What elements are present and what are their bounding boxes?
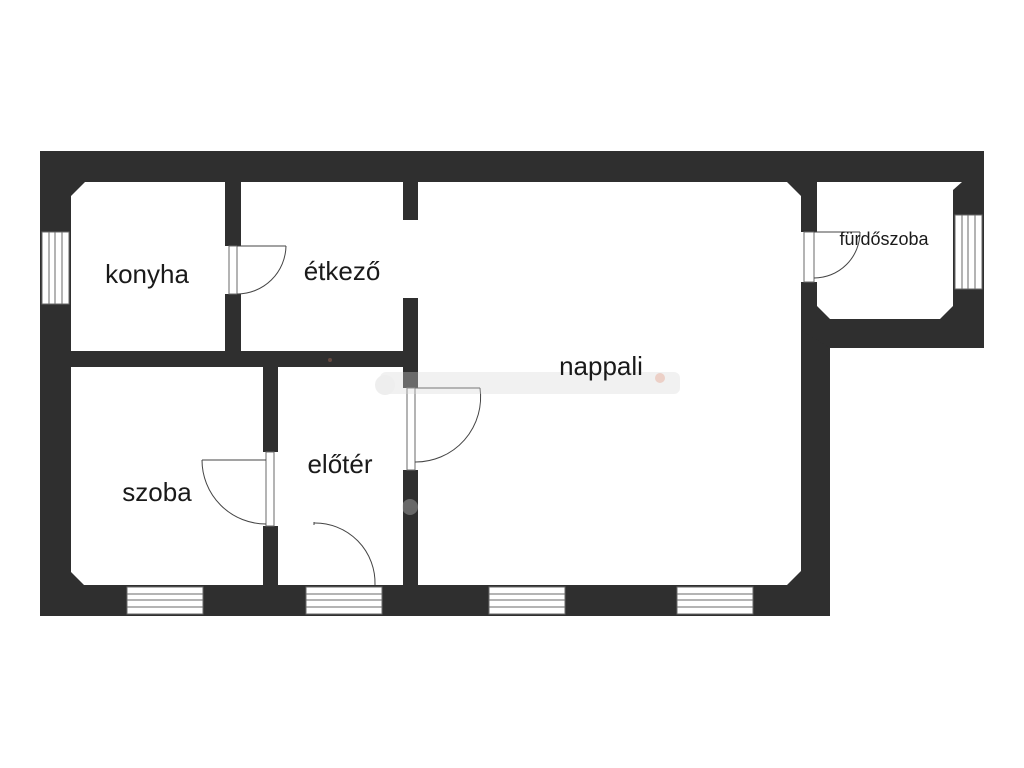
corner-bath-br	[940, 306, 953, 319]
floor-nappali	[418, 182, 801, 585]
label-nappali: nappali	[559, 351, 643, 381]
floor-etkezo	[241, 182, 403, 351]
room-floors	[71, 182, 962, 585]
door-szoba-eloter	[201, 451, 278, 527]
corner-bottom-left	[71, 572, 84, 585]
door-nappali-furdoszoba	[801, 231, 861, 283]
room-labels: konyha étkező nappali fürdőszoba szoba e…	[105, 229, 929, 507]
corner-nappali-tr	[787, 182, 801, 196]
window-furdoszoba	[954, 214, 983, 290]
window-szoba	[126, 586, 204, 615]
label-etkezo: étkező	[304, 256, 381, 286]
watermark	[328, 358, 680, 515]
windows	[41, 214, 983, 615]
floor-eloter	[278, 367, 403, 585]
label-furdoszoba: fürdőszoba	[839, 229, 929, 249]
floor-furdoszoba	[817, 182, 953, 319]
corner-bath-bl	[817, 306, 830, 319]
window-nappali-1	[488, 586, 566, 615]
label-eloter: előtér	[307, 449, 372, 479]
doors	[201, 231, 861, 586]
window-konyha	[41, 231, 70, 305]
corner-bottom-right	[787, 571, 801, 585]
door-entrance	[313, 522, 376, 586]
label-szoba: szoba	[122, 477, 192, 507]
chamfer-bath-top	[953, 182, 962, 190]
corner-accents	[71, 182, 953, 585]
floor-szoba	[71, 367, 263, 585]
door-eloter-nappali	[403, 387, 482, 471]
window-nappali-2	[676, 586, 754, 615]
corner-step-notch	[801, 330, 830, 348]
label-konyha: konyha	[105, 259, 189, 289]
opening-etkezo-nappali	[400, 220, 422, 298]
window-eloter	[305, 586, 383, 615]
floor-konyha	[71, 182, 225, 351]
corner-top-left	[71, 182, 85, 196]
door-konyha-etkezo	[225, 245, 287, 295]
